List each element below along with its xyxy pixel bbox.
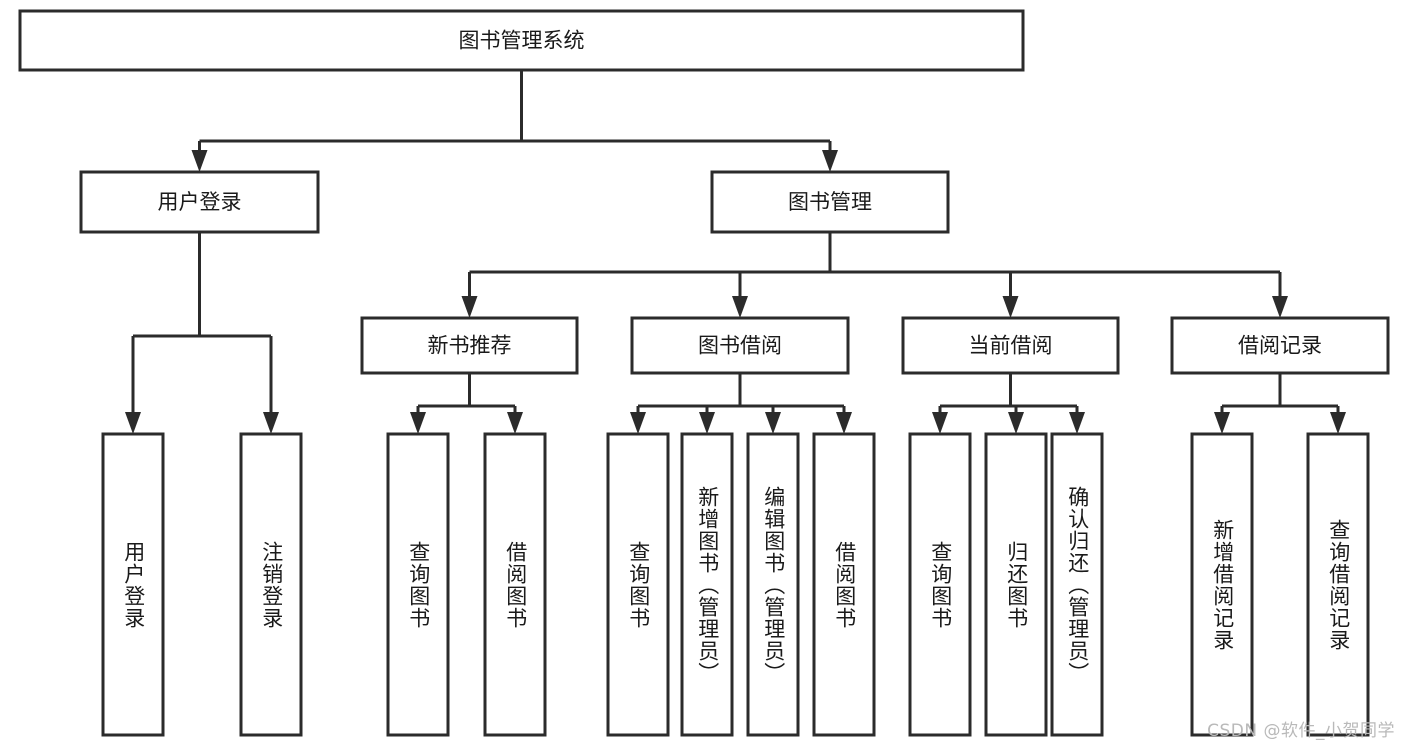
arrow-head-icon <box>263 412 279 434</box>
node-box-new-book-recommend[interactable] <box>360 316 579 375</box>
arrow-head-icon <box>410 412 426 434</box>
arrow-head-icon <box>1330 412 1346 434</box>
node-box-leaf-query-book-2[interactable] <box>606 432 670 737</box>
arrow-head-icon <box>125 412 141 434</box>
node-box-leaf-confirm-return[interactable] <box>1050 432 1104 737</box>
node-box-leaf-query-record[interactable] <box>1306 432 1370 737</box>
arrow-head-icon <box>1008 412 1024 434</box>
node-box-leaf-return-book[interactable] <box>984 432 1048 737</box>
node-label-root: 图书管理系统 <box>459 29 585 53</box>
watermark-text: CSDN @软件_小贺同学 <box>1207 721 1395 741</box>
arrow-head-icon <box>191 150 208 172</box>
node-label-book-borrow: 图书借阅 <box>698 334 782 358</box>
node-box-book-borrow[interactable] <box>630 316 850 375</box>
arrow-head-icon <box>765 412 781 434</box>
arrow-head-icon <box>732 296 748 318</box>
connector-group <box>1214 373 1346 434</box>
arrow-head-icon <box>822 150 838 172</box>
node-box-leaf-add-book[interactable] <box>680 432 734 737</box>
node-label-new-book-recommend: 新书推荐 <box>428 334 512 358</box>
node-label-current-borrow: 当前借阅 <box>969 334 1053 358</box>
arrow-head-icon <box>699 412 715 434</box>
arrow-head-icon <box>932 412 948 434</box>
node-box-book-manage[interactable] <box>710 170 950 234</box>
node-label-user-login: 用户登录 <box>158 190 242 214</box>
node-box-current-borrow[interactable] <box>901 316 1120 375</box>
node-box-layer <box>18 9 1390 737</box>
node-box-leaf-user-login[interactable] <box>101 432 165 737</box>
node-box-leaf-borrow-book-2[interactable] <box>812 432 876 737</box>
connector-group <box>630 373 852 434</box>
node-box-root[interactable] <box>18 9 1025 72</box>
arrow-head-icon <box>461 296 478 318</box>
node-box-leaf-query-book-1[interactable] <box>386 432 450 737</box>
node-box-borrow-record[interactable] <box>1170 316 1390 375</box>
arrow-head-icon <box>836 412 852 434</box>
connector-group <box>932 373 1085 434</box>
node-box-leaf-edit-book[interactable] <box>746 432 800 737</box>
node-box-leaf-logout[interactable] <box>239 432 303 737</box>
node-label-book-manage: 图书管理 <box>788 190 872 214</box>
connector-group <box>191 70 838 172</box>
arrow-head-icon <box>1069 412 1085 434</box>
arrow-head-icon <box>507 412 523 434</box>
node-box-leaf-borrow-book-1[interactable] <box>483 432 547 737</box>
connector-group <box>461 232 1288 318</box>
arrow-head-icon <box>630 412 646 434</box>
node-label-borrow-record: 借阅记录 <box>1238 334 1322 358</box>
arrow-head-icon <box>1002 296 1019 318</box>
connector-group <box>410 373 523 434</box>
node-box-leaf-add-record[interactable] <box>1190 432 1254 737</box>
arrow-head-icon <box>1214 412 1230 434</box>
connector-group <box>125 232 279 434</box>
arrow-head-icon <box>1272 296 1288 318</box>
node-box-leaf-query-book-3[interactable] <box>908 432 972 737</box>
node-box-user-login[interactable] <box>79 170 320 234</box>
connector-layer <box>125 70 1346 434</box>
